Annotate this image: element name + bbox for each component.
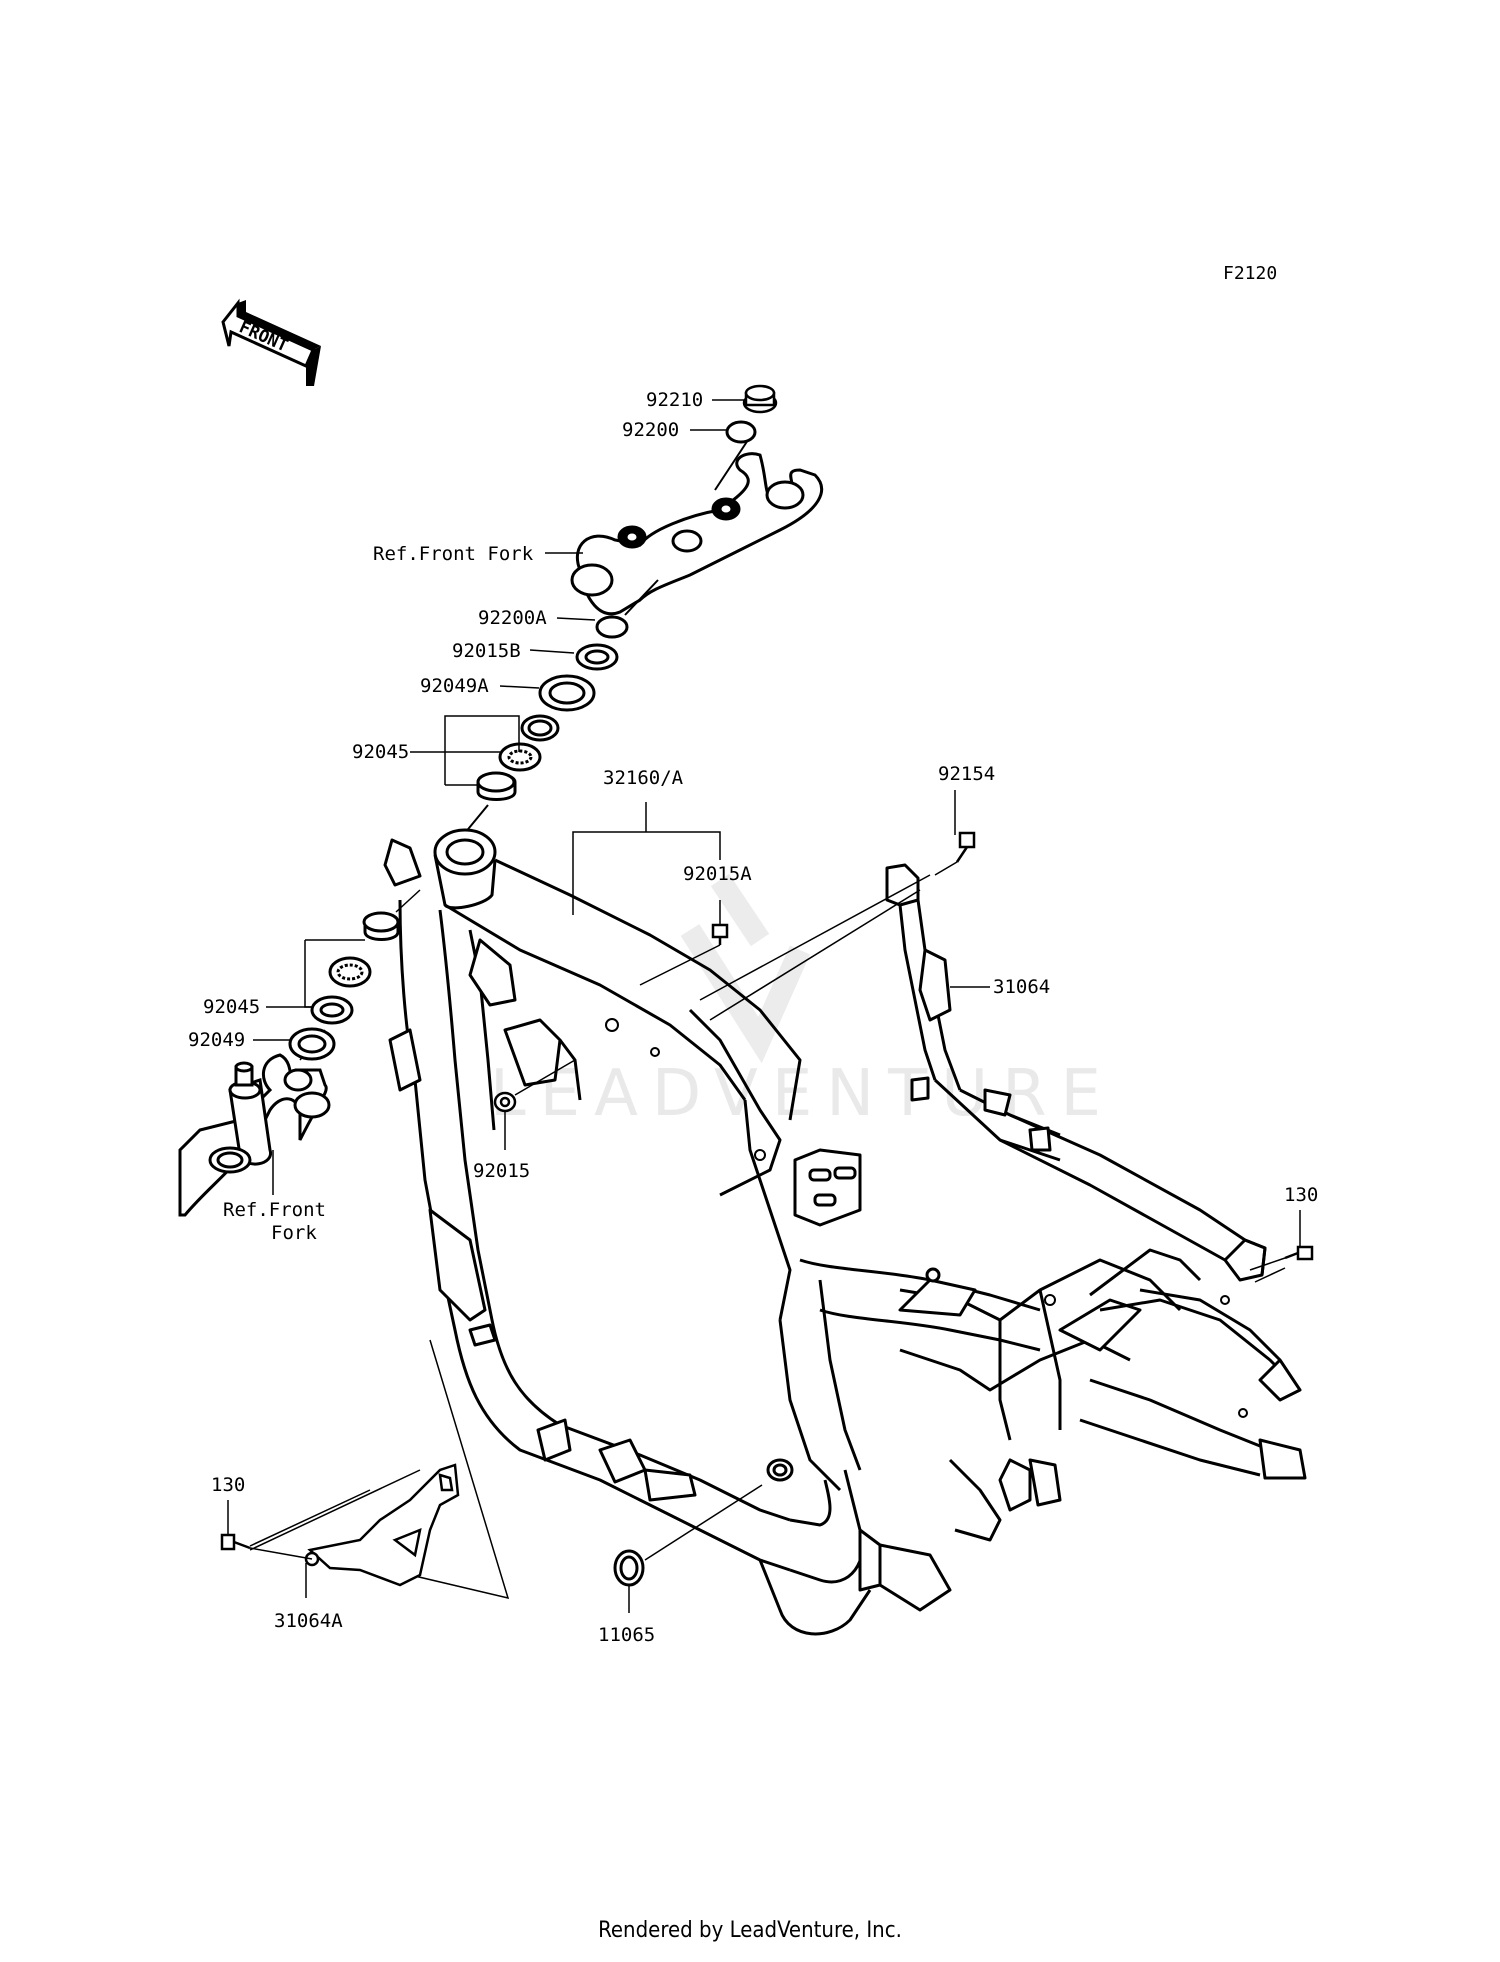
bolt-130-left xyxy=(220,1533,251,1551)
callout-92049: 92049 xyxy=(188,1029,245,1051)
callout-92200A: 92200A xyxy=(478,607,547,629)
bolt-92015A xyxy=(711,923,729,945)
leadventure-logo-icon xyxy=(680,873,811,1064)
callout-130-left: 130 xyxy=(211,1474,245,1496)
diagram-code: F2120 xyxy=(1223,263,1277,284)
front-direction-arrow-icon: FRONT xyxy=(221,298,321,386)
motorcycle-frame xyxy=(383,828,1307,1636)
nut-92015 xyxy=(493,1091,517,1113)
callout-32160A: 32160/A xyxy=(603,767,684,789)
seal-92049A xyxy=(538,674,596,712)
callout-92154: 92154 xyxy=(938,763,995,785)
washer-92200A xyxy=(595,615,629,639)
lower-fork-bracket xyxy=(178,1053,331,1217)
bracket-31064A xyxy=(304,1463,460,1587)
bolt-92154 xyxy=(955,831,976,863)
frame-holes xyxy=(605,1018,1248,1418)
bearing-set-92045-bottom xyxy=(310,911,400,1025)
callout-11065: 11065 xyxy=(598,1624,655,1646)
callout-92200: 92200 xyxy=(622,419,679,441)
washer-92200 xyxy=(725,420,757,444)
callout-31064: 31064 xyxy=(993,976,1050,998)
callout-92015: 92015 xyxy=(473,1160,530,1182)
callout-92015B: 92015B xyxy=(452,640,521,662)
callout-ref-front-fork-bottom-line1: Ref.Front xyxy=(223,1199,326,1221)
grommet-11065 xyxy=(613,1549,645,1587)
nut-92015B xyxy=(575,643,619,671)
bearing-set-92045-top xyxy=(476,714,560,801)
callout-92210: 92210 xyxy=(646,389,703,411)
steering-stem-nut xyxy=(742,384,778,414)
callout-92045-bottom: 92045 xyxy=(203,996,260,1018)
seal-92049 xyxy=(288,1027,336,1061)
callout-31064A: 31064A xyxy=(274,1610,343,1632)
bolt-130-right xyxy=(1284,1245,1314,1261)
callout-ref-front-fork-bottom-line2: Fork xyxy=(271,1222,317,1244)
leader-lines xyxy=(227,399,1301,1613)
callout-92049A: 92049A xyxy=(420,675,489,697)
callout-130-right: 130 xyxy=(1284,1184,1318,1206)
rendered-by-footer: Rendered by LeadVenture, Inc. xyxy=(598,1918,902,1943)
callout-ref-front-fork-top: Ref.Front Fork xyxy=(373,543,534,565)
callout-92045-top: 92045 xyxy=(352,741,409,763)
callout-92015A: 92015A xyxy=(683,863,752,885)
upper-fork-bracket xyxy=(570,452,824,616)
